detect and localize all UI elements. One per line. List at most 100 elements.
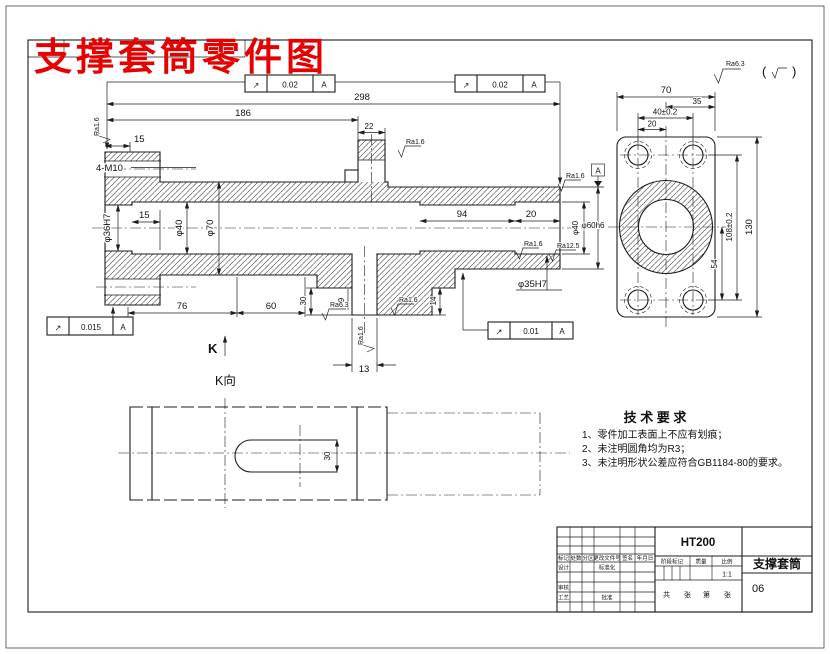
gdt-datum: A [531, 81, 537, 90]
roughness-od60: Ra1.6 [566, 173, 585, 180]
runout-icon: ↗ [463, 81, 470, 90]
gdt-value: 0.02 [282, 81, 298, 90]
material-label: HT200 [681, 537, 716, 549]
gdt-frame-runout-4: ↗ 0.01 A [460, 272, 574, 340]
tech-requirements-title: 技 术 要 求 [624, 410, 688, 425]
k-view-label: K向 [215, 373, 236, 388]
tech-requirement-item: 1、零件加工表面上不应有划痕； [582, 428, 728, 441]
page-title: 支撑套筒零件图 [34, 37, 328, 79]
dim-15-top: 15 [134, 134, 145, 145]
main-view-dimensions: 298 186 22 15 4-M10 φ36H7 15 φ40 φ70 94 … [95, 91, 606, 377]
runout-icon: ↗ [496, 328, 503, 337]
gdt-leader-lines [104, 81, 563, 185]
label-page: 第 [703, 590, 710, 599]
paren-close: ) [792, 64, 796, 79]
dim-13: 13 [359, 364, 370, 375]
gdt-value: 0.02 [492, 81, 508, 90]
label-sheet: 张 [684, 590, 691, 599]
label-date: 年月日 [637, 554, 654, 562]
dim-30: 30 [299, 296, 308, 305]
dim-40-tol: 40±0.2 [653, 108, 678, 117]
dim-70: 70 [661, 85, 672, 96]
datum-a-flag: A [591, 163, 605, 187]
gdt-datum: A [321, 81, 327, 90]
part-name: 支撑套筒 [752, 556, 801, 571]
dim-9: 9 [337, 297, 346, 302]
label-change-doc: 更改文件号 [593, 554, 621, 562]
label-zone: 分区 [582, 554, 594, 562]
tech-requirements: 技 术 要 求 1、零件加工表面上不应有划痕； 2、未注明圆角均为R3； 3、未… [582, 410, 788, 469]
gdt-datum: A [120, 323, 126, 332]
label-design: 设计 [558, 564, 570, 572]
dim-slot-30: 30 [323, 451, 332, 460]
gdt-datum: A [559, 327, 565, 336]
dim-20-offset: 20 [648, 120, 657, 129]
paren-open: ( [762, 64, 767, 79]
dim-60: 60 [266, 301, 277, 312]
label-check: 审核 [558, 584, 570, 592]
roughness-slot: Ra1.6 [358, 326, 365, 345]
main-view-outline [104, 139, 561, 316]
dim-20: 20 [526, 209, 537, 220]
label-approve: 批准 [601, 594, 613, 602]
runout-icon: ↗ [253, 81, 260, 90]
label-process: 工艺 [558, 595, 570, 602]
drawing-number: 06 [752, 583, 764, 595]
roughness-collar: Ra1.6 [406, 139, 425, 146]
dim-22: 22 [365, 122, 374, 131]
tech-requirement-item: 3、未注明形状公差应符合GB1184-80的要求。 [582, 456, 788, 469]
label-count: 处数 [570, 554, 582, 562]
label-scale: 比例 [721, 558, 733, 566]
label-mark: 标记 [558, 554, 570, 562]
label-sign: 签名 [622, 554, 633, 562]
sheet-border [5, 5, 825, 649]
roughness-left: Ra1.6 [94, 117, 101, 136]
roughness-pad-left: Ra6.3 [330, 302, 349, 309]
runout-icon: ↗ [55, 324, 62, 333]
label-standardize: 标准化 [599, 564, 616, 572]
dim-76: 76 [177, 301, 188, 312]
k-direction-arrow: K [208, 335, 228, 356]
gdt-frame-runout-3: ↗ 0.015 A [46, 306, 134, 336]
dim-od-60h6: φ60h6 [582, 221, 606, 230]
dim-bore-35H7: φ35H7 [518, 279, 547, 290]
label-stage: 阶段标记 [661, 558, 684, 566]
roughness-bore-right: Ra1.6 [524, 241, 543, 248]
dim-298: 298 [354, 92, 370, 103]
dim-14: 14 [429, 296, 438, 305]
dim-54: 54 [710, 259, 719, 268]
dim-130: 130 [744, 219, 755, 235]
dim-108-tol: 108±0.2 [725, 212, 734, 241]
k-arrow-label: K [208, 341, 218, 356]
tech-requirement-item: 2、未注明圆角均为R3； [582, 442, 690, 455]
dim-94: 94 [457, 209, 468, 220]
dim-35: 35 [693, 97, 702, 106]
gdt-value: 0.015 [81, 323, 102, 332]
dim-od-70: φ70 [205, 220, 216, 237]
label-total: 共 [663, 590, 670, 599]
roughness-face-right: Ra12.5 [557, 243, 580, 250]
dim-bore-40: φ40 [174, 220, 185, 237]
general-roughness-note: Ra6.3 ( ) [713, 60, 796, 84]
dim-thread-4M10: 4-M10 [96, 163, 123, 174]
k-view-slot: 30 [234, 439, 340, 473]
gdt-frame-runout-2: ↗ 0.02 A [454, 74, 546, 93]
main-view [92, 134, 605, 334]
dim-186: 186 [235, 108, 251, 119]
title-block: 标记 处数 分区 更改文件号 签名 年月日 设计 标准化 审核 工艺 批准 HT… [556, 526, 813, 613]
dim-bore-36H7: φ36H7 [102, 214, 113, 243]
datum-a-label: A [595, 167, 601, 176]
dim-bore-40-right: φ40 [571, 220, 580, 235]
gdt-frame-runout-1: ↗ 0.02 A [244, 74, 336, 93]
flange-view-dimensions: 70 35 40±0.2 20 130 108±0.2 54 [616, 84, 762, 318]
scale-value: 1:1 [722, 572, 732, 579]
roughness-pad-bottom: Ra1.6 [399, 297, 418, 304]
flange-end-view [608, 126, 727, 328]
label-sheet2: 张 [724, 590, 731, 599]
dim-15-depth: 15 [139, 210, 150, 221]
k-view: 30 [118, 398, 570, 508]
gdt-value: 0.01 [523, 327, 539, 336]
label-weight: 质量 [695, 558, 707, 566]
